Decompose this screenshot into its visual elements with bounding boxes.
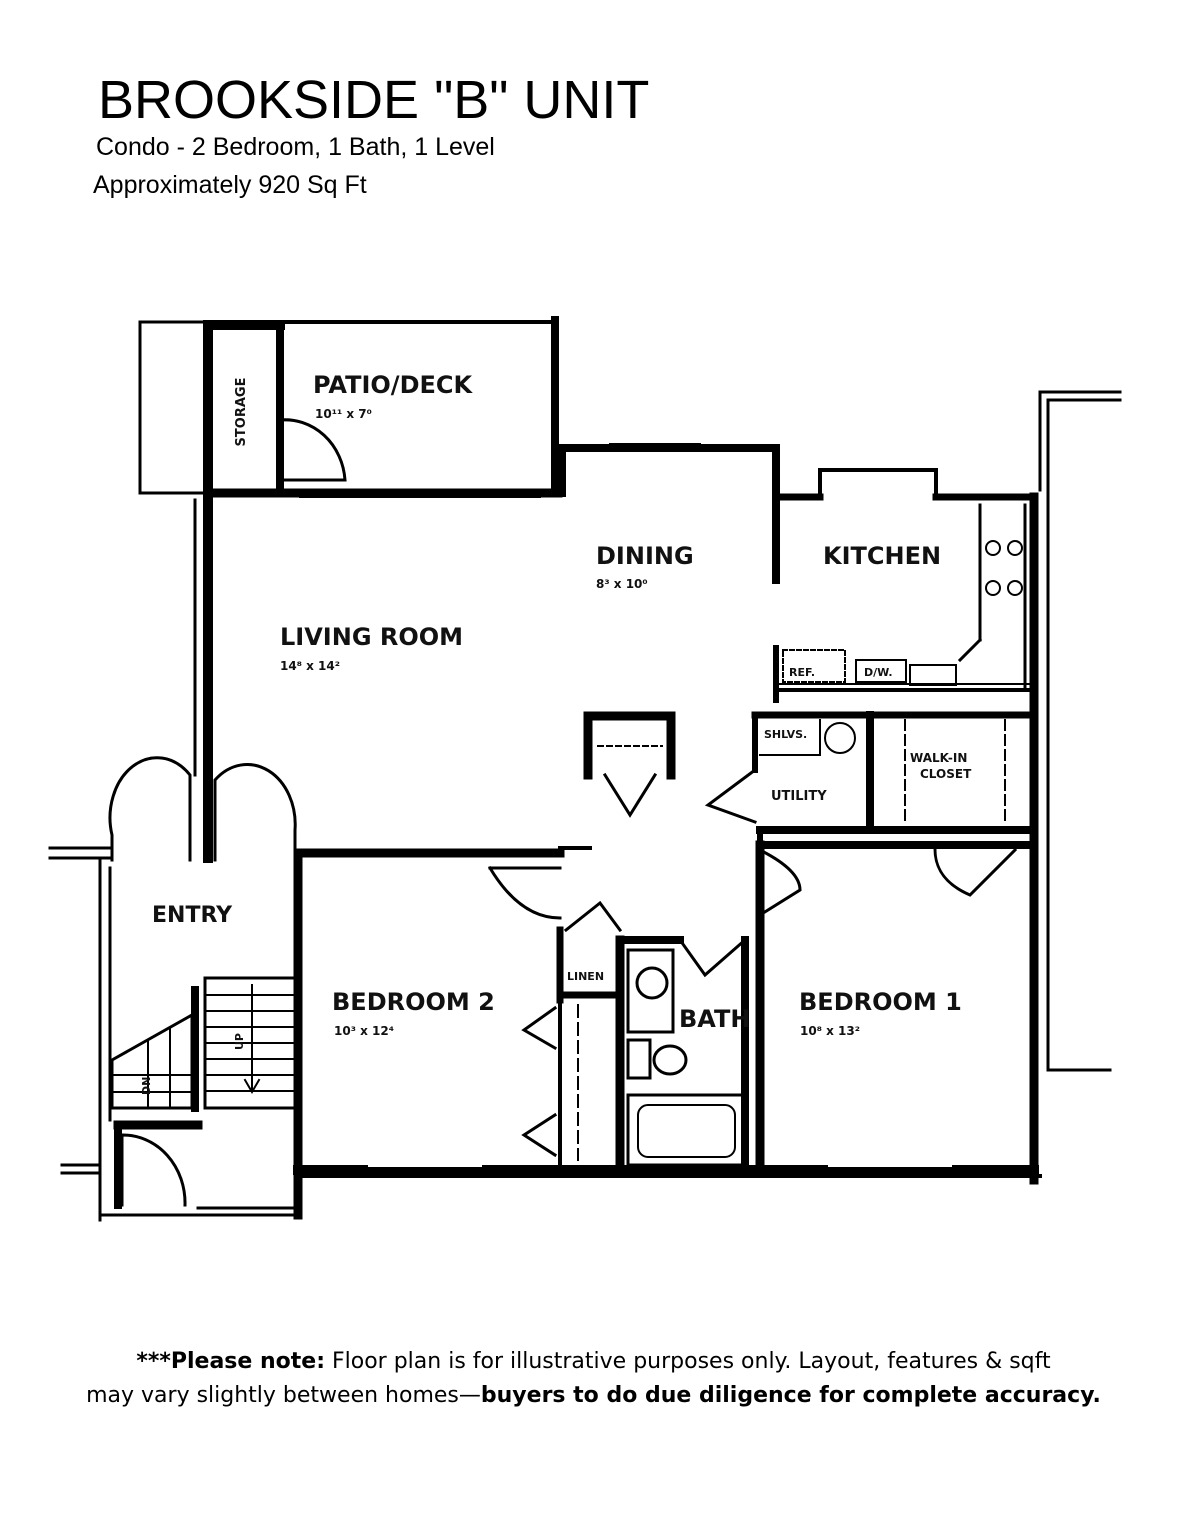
living-size: 14⁸ x 14² [280,659,340,673]
living-label: LIVING ROOM [280,623,463,651]
walls [48,316,1122,1222]
bedroom1-size: 10⁸ x 13² [800,1024,860,1038]
linen-label: LINEN [567,970,604,983]
entry-label: ENTRY [152,903,233,928]
ref-label: REF. [789,666,815,679]
patio-size: 10¹¹ x 7⁰ [315,407,372,421]
plan-title: BROOKSIDE "B" UNIT [98,70,650,130]
disclaimer-text-1: Floor plan is for illustrative purposes … [325,1349,1051,1374]
shelves-label: SHLVS. [764,728,807,741]
bedroom2-label: BEDROOM 2 [332,988,495,1016]
disclaimer-text-2: may vary slightly between homes— [86,1383,481,1408]
disclaimer-line-2: may vary slightly between homes—buyers t… [0,1379,1187,1413]
disclaimer-emphasis: buyers to do due diligence for complete … [480,1383,1101,1408]
disclaimer-line-1: ***Please note: Floor plan is for illust… [0,1345,1187,1379]
dw-label: D/W. [864,666,893,679]
disclaimer-prefix: ***Please note: [136,1349,325,1374]
dining-size: 8³ x 10⁰ [596,577,648,591]
closet-label-1: WALK-IN [910,751,967,765]
bedroom1-label: BEDROOM 1 [799,988,962,1016]
closet-label-2: CLOSET [920,767,972,781]
patio-label: PATIO/DECK [313,371,473,399]
bath-label: BATH [679,1005,750,1033]
stairs-dn-label: DN [140,1077,153,1095]
kitchen-label: KITCHEN [823,542,941,570]
dining-label: DINING [596,542,694,570]
stairs-up-label: UP [233,1033,246,1050]
plan-subtitle: Condo - 2 Bedroom, 1 Bath, 1 Level [96,133,495,161]
room-labels: STORAGE PATIO/DECK 10¹¹ x 7⁰ DINING 8³ x… [140,371,972,1095]
plan-area: Approximately 920 Sq Ft [93,171,367,199]
storage-label: STORAGE [234,378,249,447]
bedroom2-size: 10³ x 12⁴ [334,1024,394,1038]
utility-label: UTILITY [771,789,827,804]
